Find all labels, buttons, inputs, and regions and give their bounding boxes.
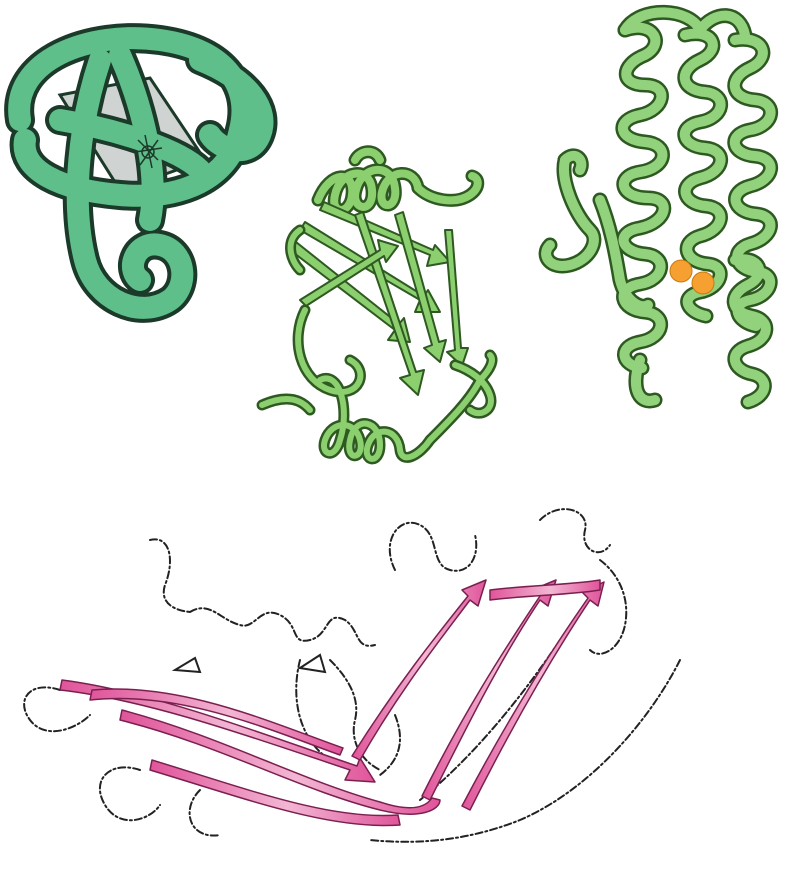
panel-four-helix-bundle [546,12,771,402]
panel-beta-barrel [262,152,492,459]
beta-strand-6 [352,580,486,760]
panel-globular-tube-fold [19,38,262,308]
metal-ion-2 [692,272,714,294]
panel-beta-sheet [24,509,680,842]
metal-ion-1 [670,260,692,282]
